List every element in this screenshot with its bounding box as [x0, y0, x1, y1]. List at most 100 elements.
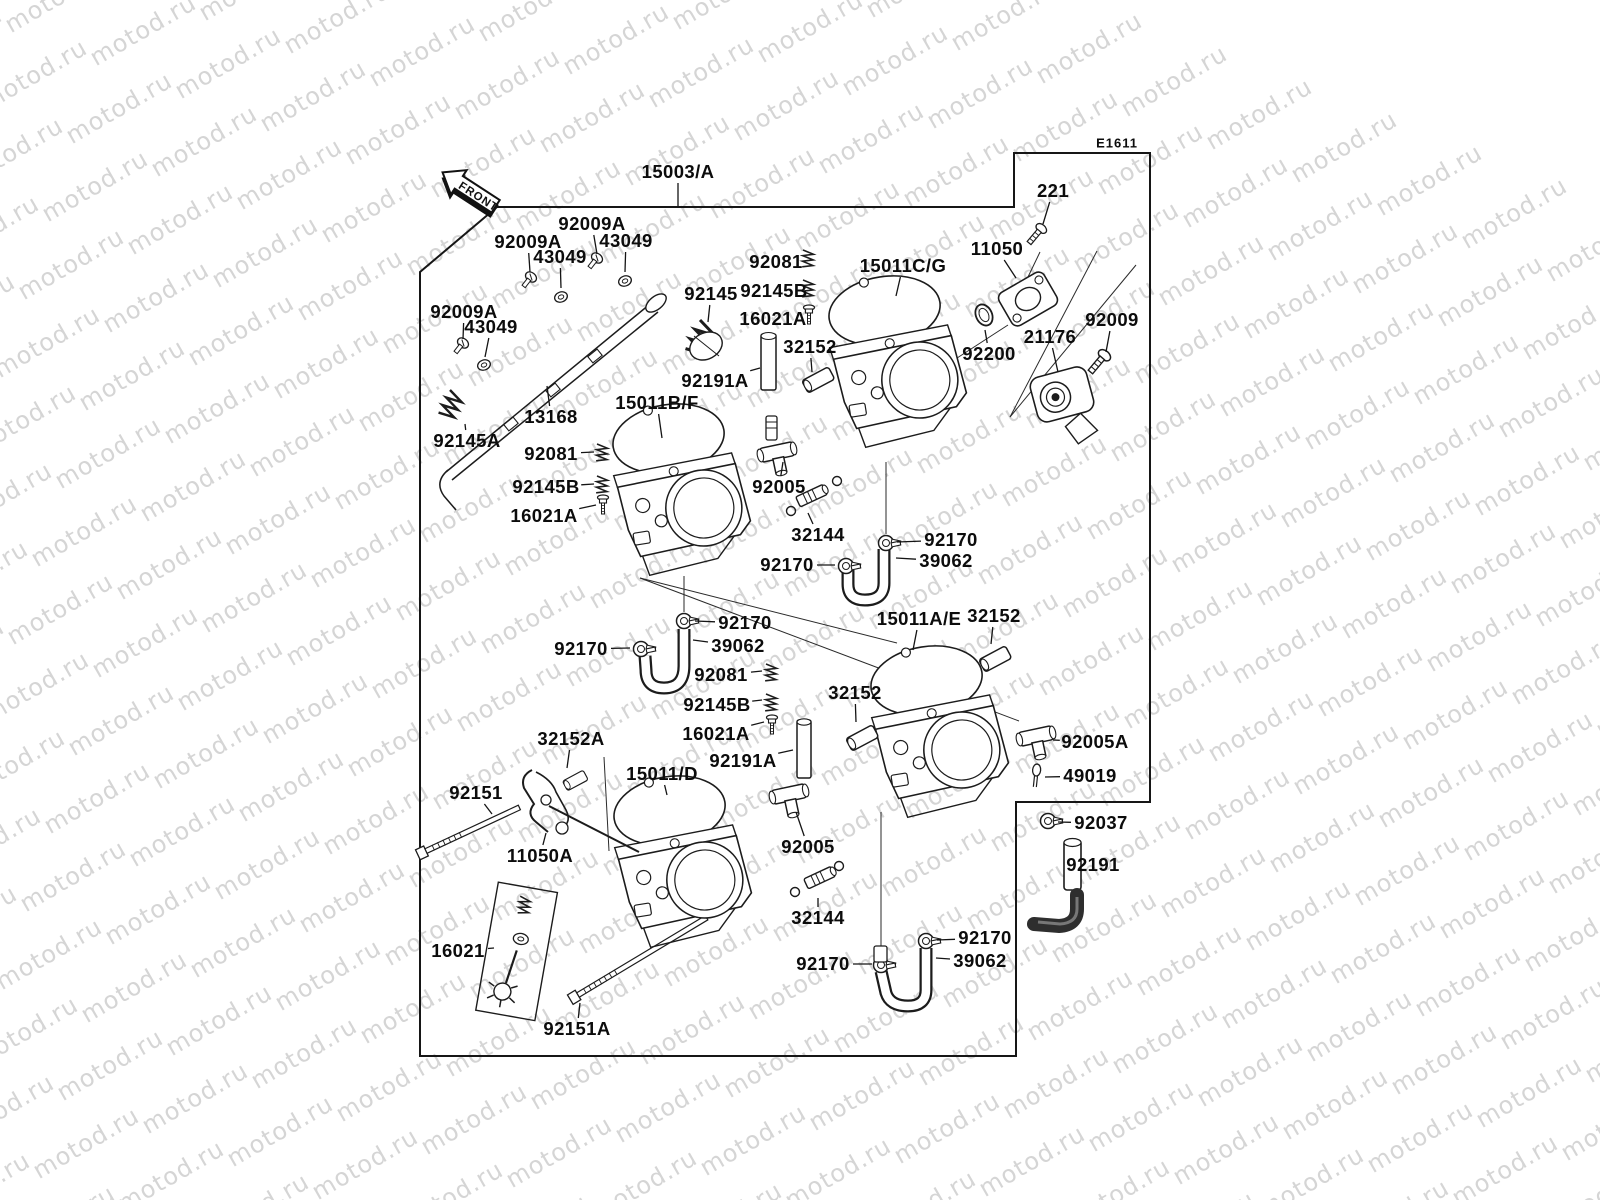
- screw-92151: [414, 804, 522, 861]
- leader-line: [580, 451, 595, 454]
- tee-fitting-92005-icon: [767, 782, 815, 823]
- leader-line: [546, 385, 551, 407]
- spring-92081-icon: [593, 443, 610, 464]
- hose-39062-mid: [638, 629, 691, 695]
- leader-line: [936, 938, 956, 941]
- sleeve-32152-icon: [800, 365, 836, 395]
- leader-line: [752, 699, 763, 702]
- leader-line: [1003, 259, 1017, 279]
- leader-line: [895, 276, 902, 297]
- clamp-92170-icon: [632, 640, 657, 658]
- bolt-221-icon: [1026, 222, 1048, 246]
- leader-line: [795, 811, 805, 837]
- leader-line: [750, 670, 763, 673]
- leader-line: [810, 357, 813, 373]
- leader-line: [581, 483, 595, 486]
- leader-line: [692, 639, 709, 643]
- elbow-hose-icon: [1027, 888, 1084, 934]
- screw-92151A: [566, 914, 709, 1006]
- spring-92145A-icon: [435, 388, 467, 423]
- screw-92009A-icon: [584, 250, 606, 272]
- pipe-92191: [1063, 837, 1082, 891]
- leader-line: [750, 367, 761, 372]
- choke-lever-11050A: [522, 769, 570, 835]
- sensor-21176: [1029, 366, 1099, 445]
- carburetor-15011CG: [818, 264, 974, 452]
- sleeve-32152-icon: [977, 644, 1013, 674]
- leader-line: [566, 749, 571, 769]
- tee-fitting-92005-icon: [755, 440, 803, 481]
- front-arrow: FRONT: [441, 168, 502, 218]
- o-ring-92200-icon: [974, 303, 994, 327]
- carburetor-15011D: [603, 764, 759, 952]
- sleeve-32152-icon: [844, 723, 880, 753]
- spring-92081-icon: [762, 663, 779, 684]
- o-ring-icon: [831, 475, 843, 487]
- leader-line: [579, 504, 597, 510]
- leader-line: [483, 803, 493, 815]
- leader-line: [807, 512, 814, 525]
- jet-32144-icon: [794, 482, 831, 508]
- clamp-92037-icon: [1039, 812, 1064, 830]
- hose-39062-right: [841, 549, 891, 607]
- leader-line: [593, 234, 598, 255]
- choke-rail-13168: [439, 293, 667, 511]
- clamp-92170-icon: [917, 932, 942, 950]
- leader-line: [542, 832, 547, 846]
- valve-49019-icon: [1031, 763, 1042, 788]
- leader-line: [778, 749, 794, 754]
- leader-line: [895, 557, 917, 560]
- diagram-frame: [419, 152, 1151, 1057]
- damper-43049-icon: [616, 273, 634, 289]
- screw-92009-icon: [1087, 348, 1112, 375]
- spring-92145B-icon: [799, 279, 816, 300]
- holder-11050: [997, 271, 1059, 327]
- jet-32144-icon: [802, 864, 839, 890]
- leader-line: [896, 540, 922, 543]
- spring-92145B-icon: [593, 475, 610, 496]
- spring-92081-icon: [799, 249, 816, 270]
- carburetor-15011BF: [602, 392, 758, 580]
- leader-line: [484, 337, 490, 358]
- damper-43049-icon: [552, 289, 570, 305]
- diagram-code: E1611: [1096, 135, 1138, 151]
- leader-line: [984, 329, 988, 344]
- screw-92009A-icon: [518, 269, 540, 291]
- o-ring-icon: [789, 886, 801, 898]
- leader-line: [1105, 330, 1111, 353]
- link-rod: [548, 805, 640, 853]
- leader-line: [559, 267, 562, 289]
- leader-line: [528, 252, 531, 273]
- sleeve-32152A-icon: [561, 769, 589, 792]
- o-ring-icon: [785, 505, 797, 517]
- leader-line: [854, 703, 857, 723]
- leader-line: [1051, 347, 1059, 373]
- clamp-92170-icon: [877, 534, 902, 552]
- diaphragm-cap-icon: [689, 331, 723, 361]
- leader-line: [657, 413, 663, 439]
- damper-43049-icon: [475, 357, 493, 373]
- leader-line: [577, 1002, 581, 1019]
- leader-line: [912, 629, 918, 651]
- hose-39062-bottom: [874, 948, 933, 1013]
- leader-line: [707, 304, 711, 323]
- clamp-92170-icon: [837, 557, 862, 575]
- leader-line: [990, 626, 994, 645]
- fuel-pipe-92191A-upper: [760, 331, 778, 441]
- screw-16021A-icon: [765, 714, 779, 735]
- leader-line: [663, 784, 668, 796]
- fuel-pipe-92191A-lower: [796, 718, 812, 779]
- drain-stub: [873, 945, 888, 963]
- leader-line: [935, 957, 951, 960]
- screw-16021A-icon: [802, 304, 816, 325]
- leader-line: [1042, 201, 1051, 225]
- spring-92145B-icon: [762, 693, 779, 714]
- screw-92009A-icon: [450, 335, 472, 357]
- leader-line: [780, 461, 784, 477]
- pilot-screw-assy-16021: [474, 881, 559, 1022]
- leader-line: [464, 423, 467, 431]
- leader-line: [487, 947, 495, 950]
- leader-line: [624, 251, 627, 273]
